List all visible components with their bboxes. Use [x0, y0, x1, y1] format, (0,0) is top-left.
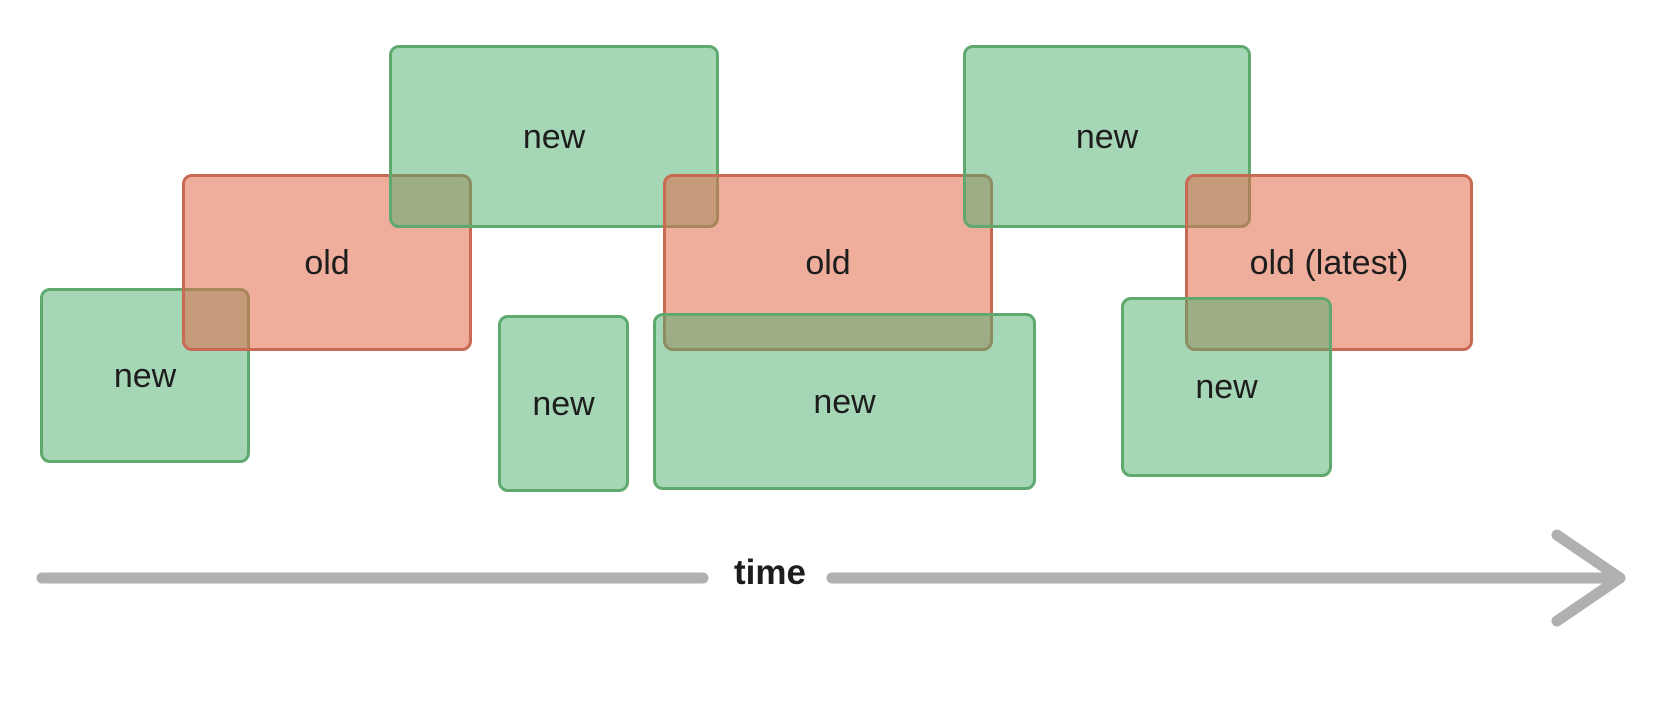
interval-box-old: old [182, 174, 472, 351]
interval-box-label: new [1195, 368, 1258, 406]
interval-box-label: old [304, 243, 350, 282]
interval-box-label: old [805, 243, 851, 282]
interval-box-new: new [498, 315, 629, 492]
interval-box-label: new [113, 356, 177, 395]
interval-box-label: new [813, 382, 876, 421]
interval-box-label: new [522, 117, 586, 156]
arrow-right-icon [1551, 529, 1626, 627]
interval-box-label: new [1075, 117, 1139, 156]
timeline-axis-label: time [734, 553, 806, 592]
interval-box-new: new [653, 313, 1036, 490]
interval-box-new: new [1121, 297, 1332, 477]
interval-box-label: new [532, 384, 595, 423]
interval-box-label: old (latest) [1249, 243, 1409, 282]
timeline-axis [36, 529, 1626, 627]
